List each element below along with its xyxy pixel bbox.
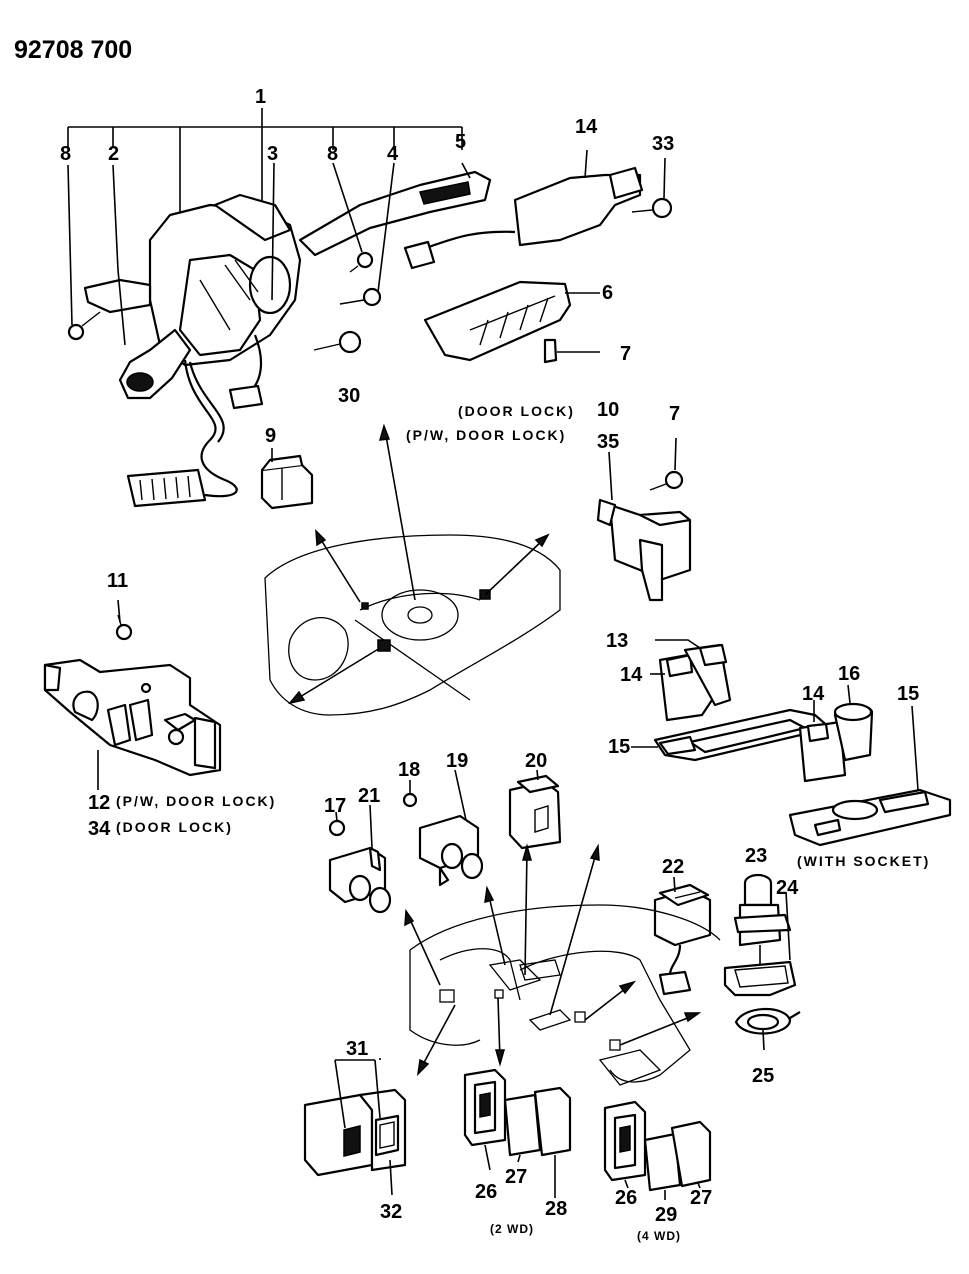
diagram-notes: (DOOR LOCK) (P/W, DOOR LOCK) (P/W, DOOR …: [116, 403, 930, 1243]
callout-28: 28: [545, 1198, 567, 1220]
callout-23: 23: [745, 845, 767, 867]
callout-7-lower: 7: [669, 403, 680, 425]
callout-12: 12: [88, 792, 110, 814]
switch-12-34: [43, 599, 222, 790]
callout-34: 34: [88, 818, 111, 840]
callout-21: 21: [358, 785, 380, 807]
callout-27-4wd: 27: [690, 1187, 712, 1209]
callout-20: 20: [525, 750, 547, 772]
callout-35: 35: [597, 431, 619, 453]
callout-15-right: 15: [897, 683, 919, 705]
callout-8-right: 8: [327, 143, 338, 165]
callout-labels: 1 2 3 4 5 6 7 7 8 8 9 10 11 12 13 14 14 …: [60, 86, 919, 1226]
callout-10: 10: [597, 399, 619, 421]
callout-3: 3: [267, 143, 278, 165]
screw-30: [313, 330, 362, 354]
note-pw-door-lock-left: (P/W, DOOR LOCK): [116, 793, 276, 809]
callout-13: 13: [606, 630, 628, 652]
combination-switch-assembly: [67, 108, 492, 508]
callout-2: 2: [108, 143, 119, 165]
callout-33: 33: [652, 133, 674, 155]
callout-9: 9: [265, 425, 276, 447]
cruise-switch-14: [403, 149, 673, 270]
callout-27-2wd: 27: [505, 1166, 527, 1188]
note-pw-door-lock-top: (P/W, DOOR LOCK): [406, 427, 566, 443]
callout-18: 18: [398, 759, 420, 781]
callout-8-left: 8: [60, 143, 71, 165]
callout-4: 4: [387, 143, 399, 165]
callout-30: 30: [338, 385, 360, 407]
callout-14-top: 14: [575, 116, 598, 138]
cigar-lighter-23-24-25: [723, 873, 801, 1051]
callout-6: 6: [602, 282, 613, 304]
screw-8-left: [67, 311, 101, 341]
note-2wd: (2 WD): [490, 1222, 534, 1236]
callout-14-right: 14: [802, 683, 825, 705]
callout-26-4wd: 26: [615, 1187, 637, 1209]
switches-14-16-15-socket: [788, 684, 952, 847]
callout-22: 22: [662, 856, 684, 878]
note-4wd: (4 WD): [637, 1229, 681, 1243]
switches-17-21: [328, 769, 562, 914]
switch-22: [653, 876, 712, 996]
car-interior-bottom: [404, 843, 721, 1086]
callout-11: 11: [107, 570, 128, 592]
callout-1: 1: [255, 86, 266, 108]
callout-29: 29: [655, 1204, 677, 1226]
diagram-number: 92708 700: [14, 36, 132, 64]
callout-19: 19: [446, 750, 468, 772]
callout-16: 16: [838, 663, 860, 685]
module-6: [423, 280, 600, 364]
note-with-socket: (WITH SOCKET): [797, 853, 930, 869]
callout-24: 24: [776, 877, 799, 899]
switches-26-29-27-4wd: [603, 1100, 712, 1200]
callout-26-2wd: 26: [475, 1181, 497, 1203]
relay-9: [260, 448, 314, 510]
callout-14-mid: 14: [620, 664, 643, 686]
callout-7-upper: 7: [620, 343, 631, 365]
note-door-lock-top: (DOOR LOCK): [458, 403, 575, 419]
switches-31-32: [303, 1058, 407, 1196]
screw-4: [339, 287, 382, 307]
switches-26-27-28-2wd: [463, 1068, 572, 1198]
note-door-lock-left: (DOOR LOCK): [116, 819, 233, 835]
car-outline-top: [264, 423, 561, 716]
callout-32: 32: [380, 1201, 402, 1223]
relay-10-35: [596, 437, 692, 602]
callout-5: 5: [455, 131, 466, 153]
callout-15-left: 15: [608, 736, 630, 758]
callout-31: 31: [346, 1038, 368, 1060]
callout-17: 17: [324, 795, 346, 817]
callout-25: 25: [752, 1065, 774, 1087]
screw-8-right: [349, 251, 374, 273]
switches-13-14-15: [631, 639, 832, 762]
